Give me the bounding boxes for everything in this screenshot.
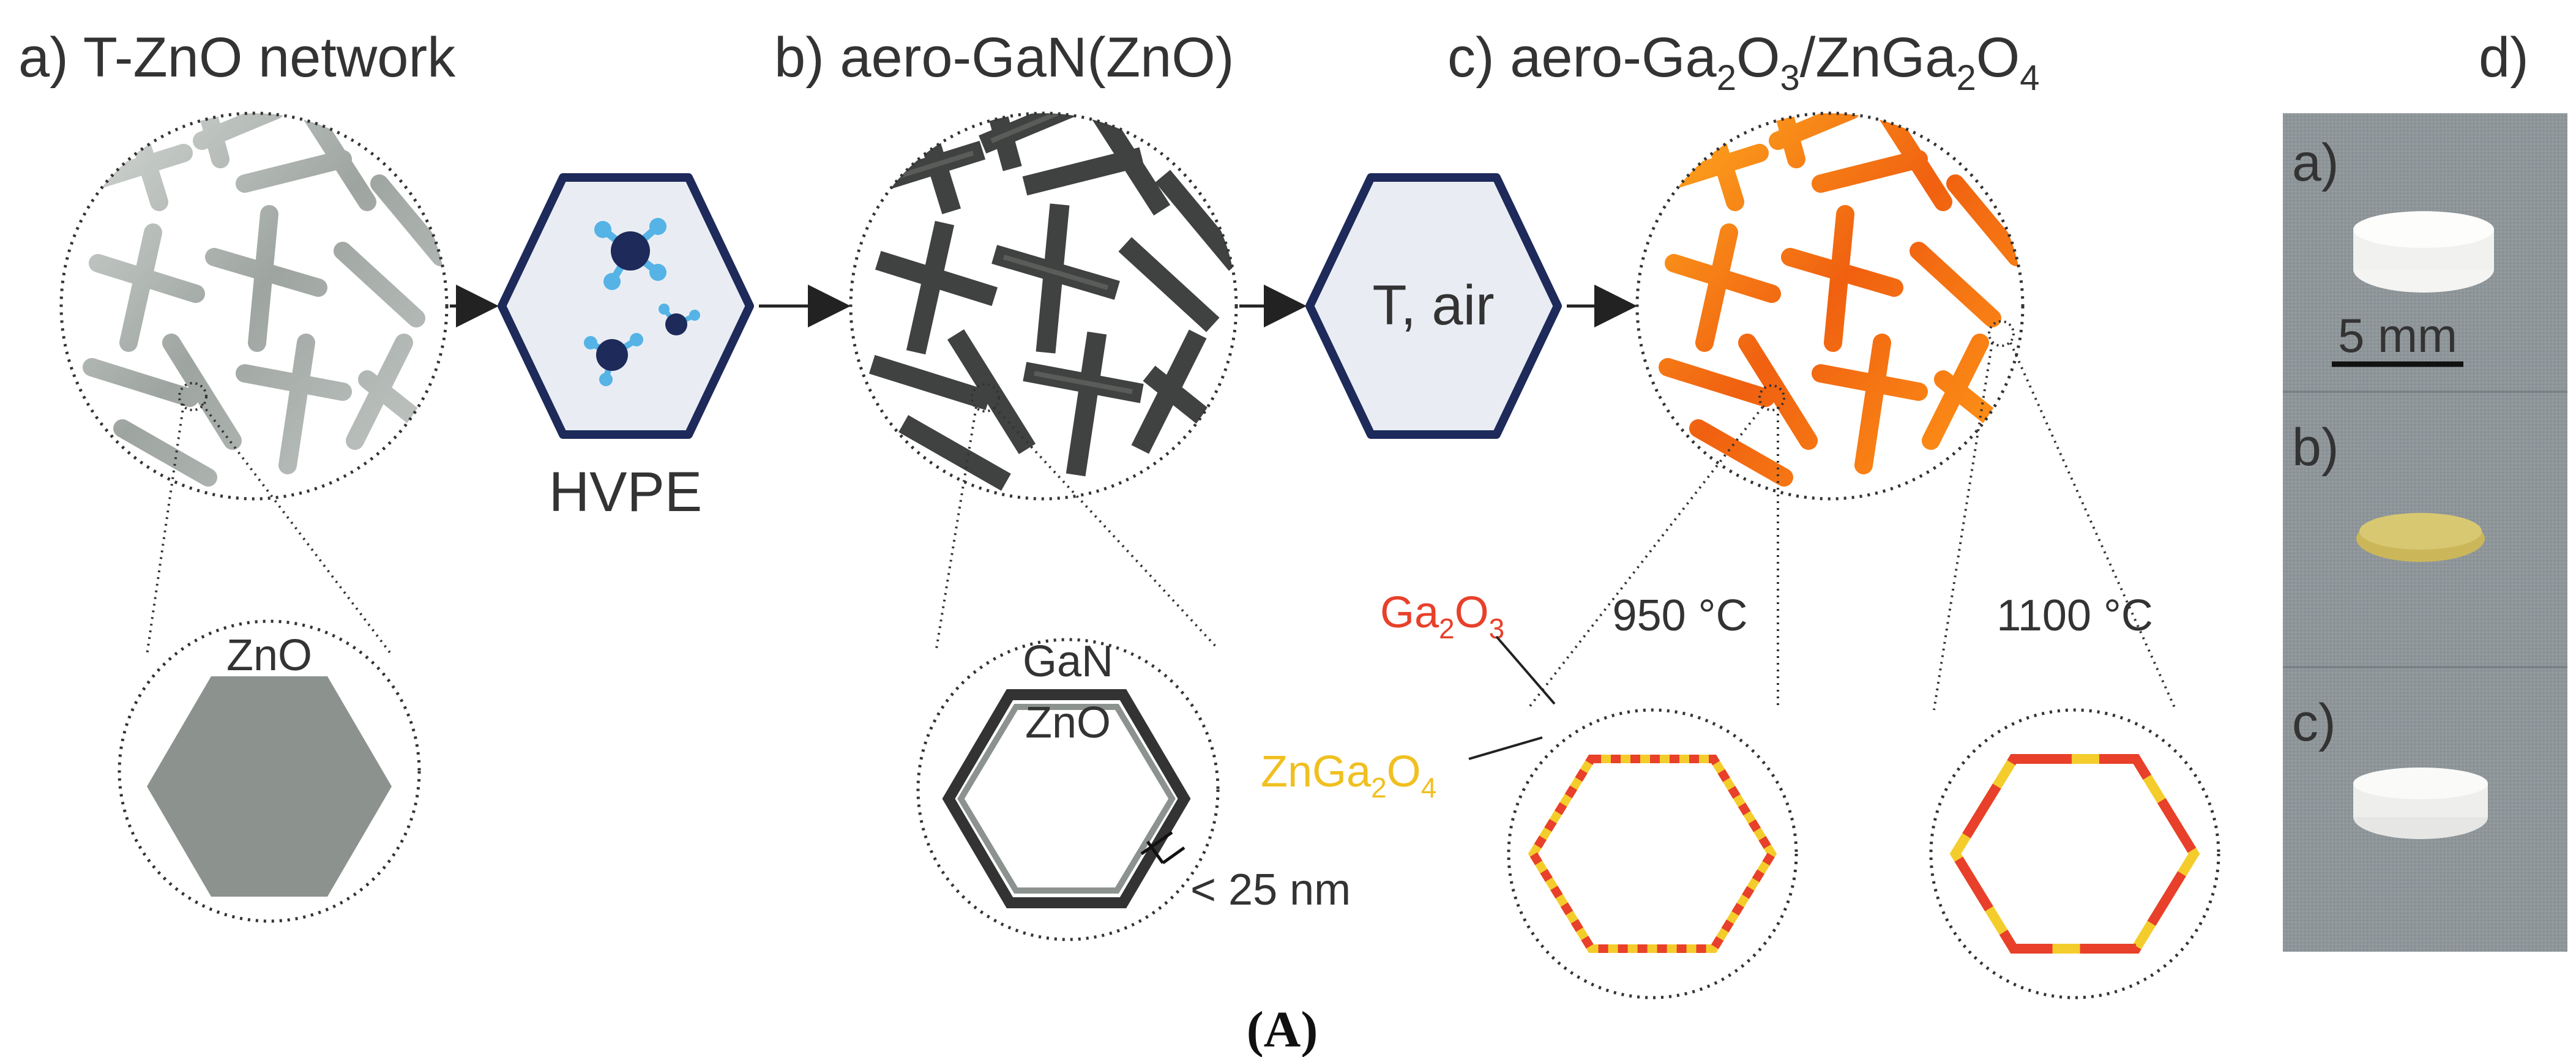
znga2o4-label: ZnGa2O4	[1261, 747, 1436, 804]
photo-sample-c	[2353, 768, 2488, 839]
ga2o3-label: Ga2O3	[1380, 588, 1504, 644]
panel-a-title: a) T-ZnO network	[18, 26, 456, 89]
figure-label: (A)	[1247, 1001, 1318, 1057]
zno-cross-section	[118, 619, 421, 923]
photo-a-label: a)	[2292, 133, 2339, 192]
scale-bar-label: 5 mm	[2338, 308, 2457, 362]
photo-sample-a	[2353, 211, 2494, 293]
zno-label: ZnO	[226, 631, 312, 680]
zoom-lines	[146, 342, 2177, 711]
sample-photos	[2283, 113, 2567, 952]
zno-inner-label: ZnO	[1025, 698, 1111, 747]
thickness-label: < 25 nm	[1190, 865, 1351, 914]
ga2o3-leader-line	[1495, 635, 1556, 705]
panel-b-title: b) aero-GaN(ZnO)	[774, 26, 1234, 89]
photo-c-label: c)	[2292, 693, 2336, 752]
aero-gan-network-circle	[849, 111, 1238, 501]
cross-section-950c	[1507, 708, 1798, 999]
photo-b-label: b)	[2292, 418, 2339, 477]
panel-c-title: c) aero-Ga2O3/ZnGa2O4	[1447, 26, 2040, 98]
hvpe-hexagon	[498, 173, 754, 439]
znga2o4-leader-line	[1468, 736, 1543, 760]
molecule-icon	[584, 218, 700, 386]
hvpe-label: HVPE	[549, 461, 703, 523]
gan-zno-cross-section	[916, 638, 1220, 941]
anneal-hexagon	[1305, 173, 1562, 439]
temp-950-label: 950 °C	[1613, 591, 1748, 640]
anneal-label: T, air	[1372, 274, 1494, 337]
cross-section-1100c	[1929, 708, 2220, 999]
aero-ga2o3-network-circle	[1635, 111, 2025, 501]
tzno-network-circle	[59, 111, 449, 501]
photo-sample-b	[2356, 513, 2485, 562]
gan-label: GaN	[1023, 637, 1113, 686]
panel-d-title: d)	[2479, 26, 2529, 89]
temp-1100-label: 1100 °C	[1996, 591, 2153, 640]
